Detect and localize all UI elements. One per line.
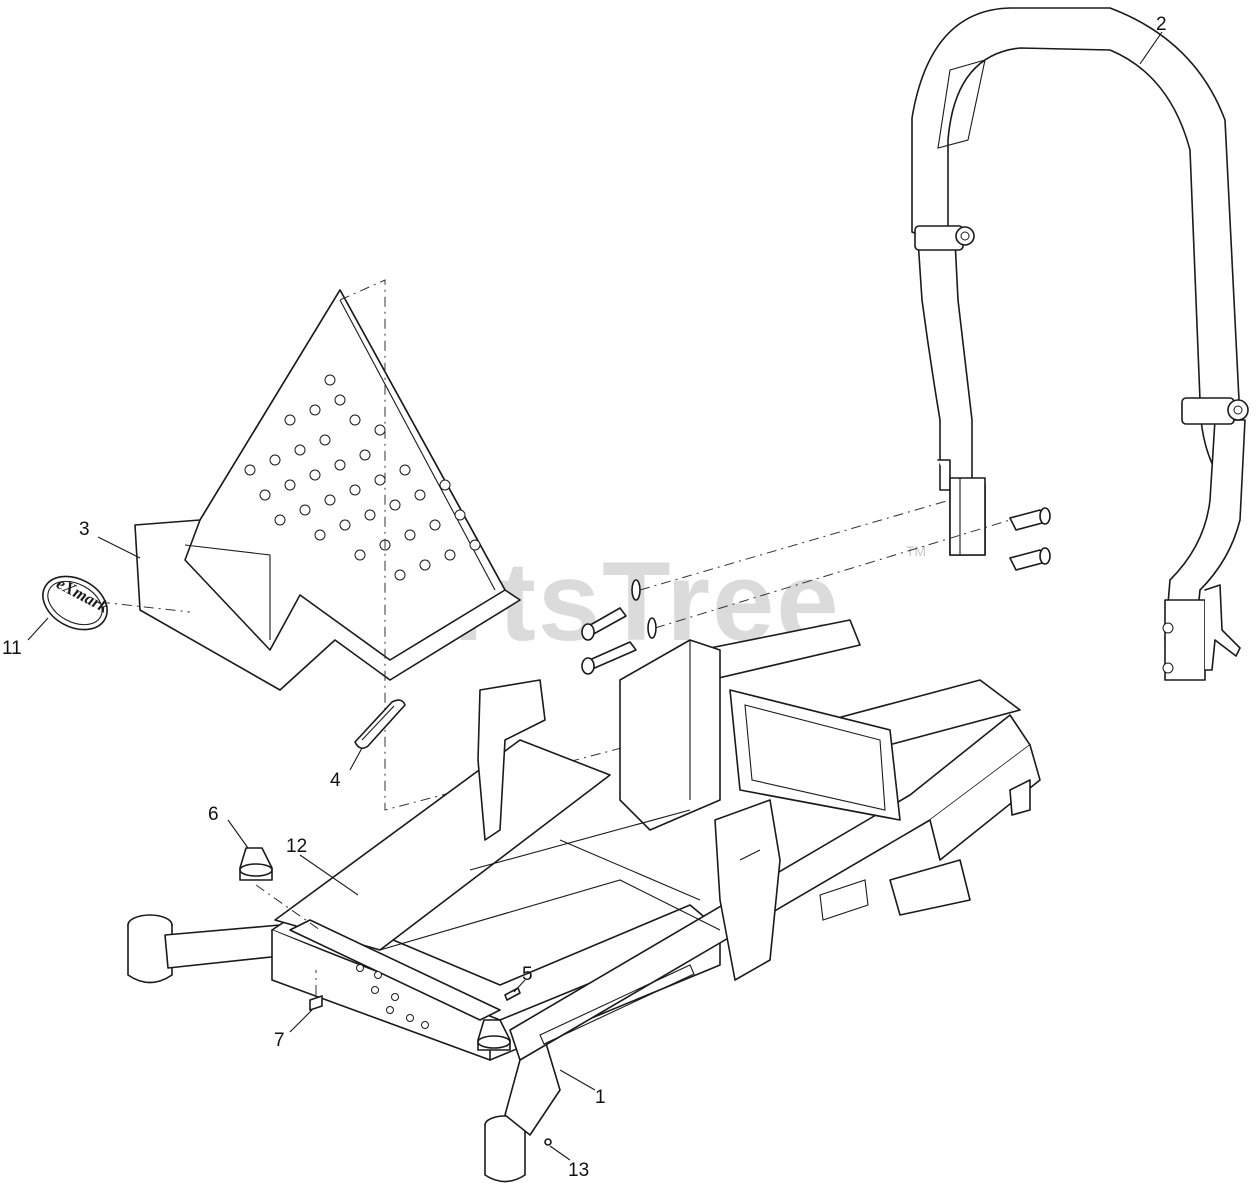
roll-bar[interactable] (911, 7, 1249, 681)
callout-11: 11 (2, 638, 22, 659)
foot-plate[interactable] (99, 279, 691, 811)
callout-2: 2 (1156, 14, 1167, 35)
watermark-trademark: TM (906, 543, 926, 559)
bumper-upper[interactable] (239, 847, 321, 931)
callouts: 1 2 3 4 5 6 7 11 12 13 (2, 14, 1167, 1181)
callout-12: 12 (286, 836, 307, 857)
exmark-logo-decal[interactable]: eXmark (34, 566, 117, 640)
callout-5: 5 (522, 964, 533, 985)
hardware[interactable] (309, 970, 552, 1146)
rollbar-bolts[interactable] (581, 499, 1051, 675)
callout-6: 6 (208, 804, 219, 825)
grommet[interactable] (354, 699, 406, 750)
frame[interactable] (127, 619, 1041, 1183)
callout-1: 1 (595, 1087, 606, 1108)
callout-3: 3 (79, 519, 90, 540)
foot-plate-holes (244, 374, 481, 581)
bumper-lower[interactable] (477, 1019, 511, 1051)
callout-7: 7 (274, 1030, 285, 1051)
callout-4: 4 (330, 770, 341, 791)
callout-13: 13 (568, 1160, 589, 1181)
